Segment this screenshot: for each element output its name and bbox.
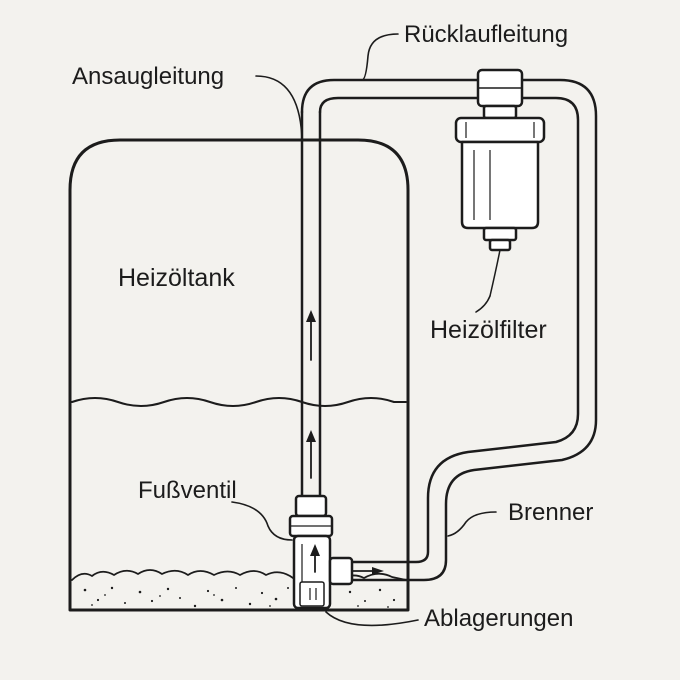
leader-return (361, 33, 399, 81)
leader-filter (475, 295, 491, 313)
filter-drain-tail (489, 249, 501, 297)
filter-body (454, 68, 546, 252)
oil-level-line (71, 397, 407, 407)
flow-arrow-up-2 (306, 430, 316, 479)
leader-suction (255, 75, 303, 141)
flow-arrow-up-valve (310, 544, 320, 573)
label-filter: Heizölfilter (430, 316, 547, 344)
deposits-sediment (71, 569, 407, 608)
flow-arrow-right (351, 567, 384, 575)
label-burner: Brenner (508, 499, 593, 526)
leader-burner (447, 511, 497, 537)
tank-outline (68, 138, 410, 612)
suction-line-pipe (300, 110, 322, 500)
flow-arrow-up-1 (306, 310, 316, 361)
label-suction-line: Ansaugleitung (72, 63, 224, 90)
leader-foot-valve (231, 501, 293, 541)
leader-deposits (325, 611, 419, 627)
label-deposits: Ablagerungen (424, 605, 573, 632)
label-foot-valve: Fußventil (138, 477, 237, 504)
return-line-pipe (300, 78, 598, 582)
label-tank: Heizöltank (118, 264, 235, 292)
label-return-line: Rücklaufleitung (404, 21, 568, 48)
foot-valve (288, 494, 354, 610)
